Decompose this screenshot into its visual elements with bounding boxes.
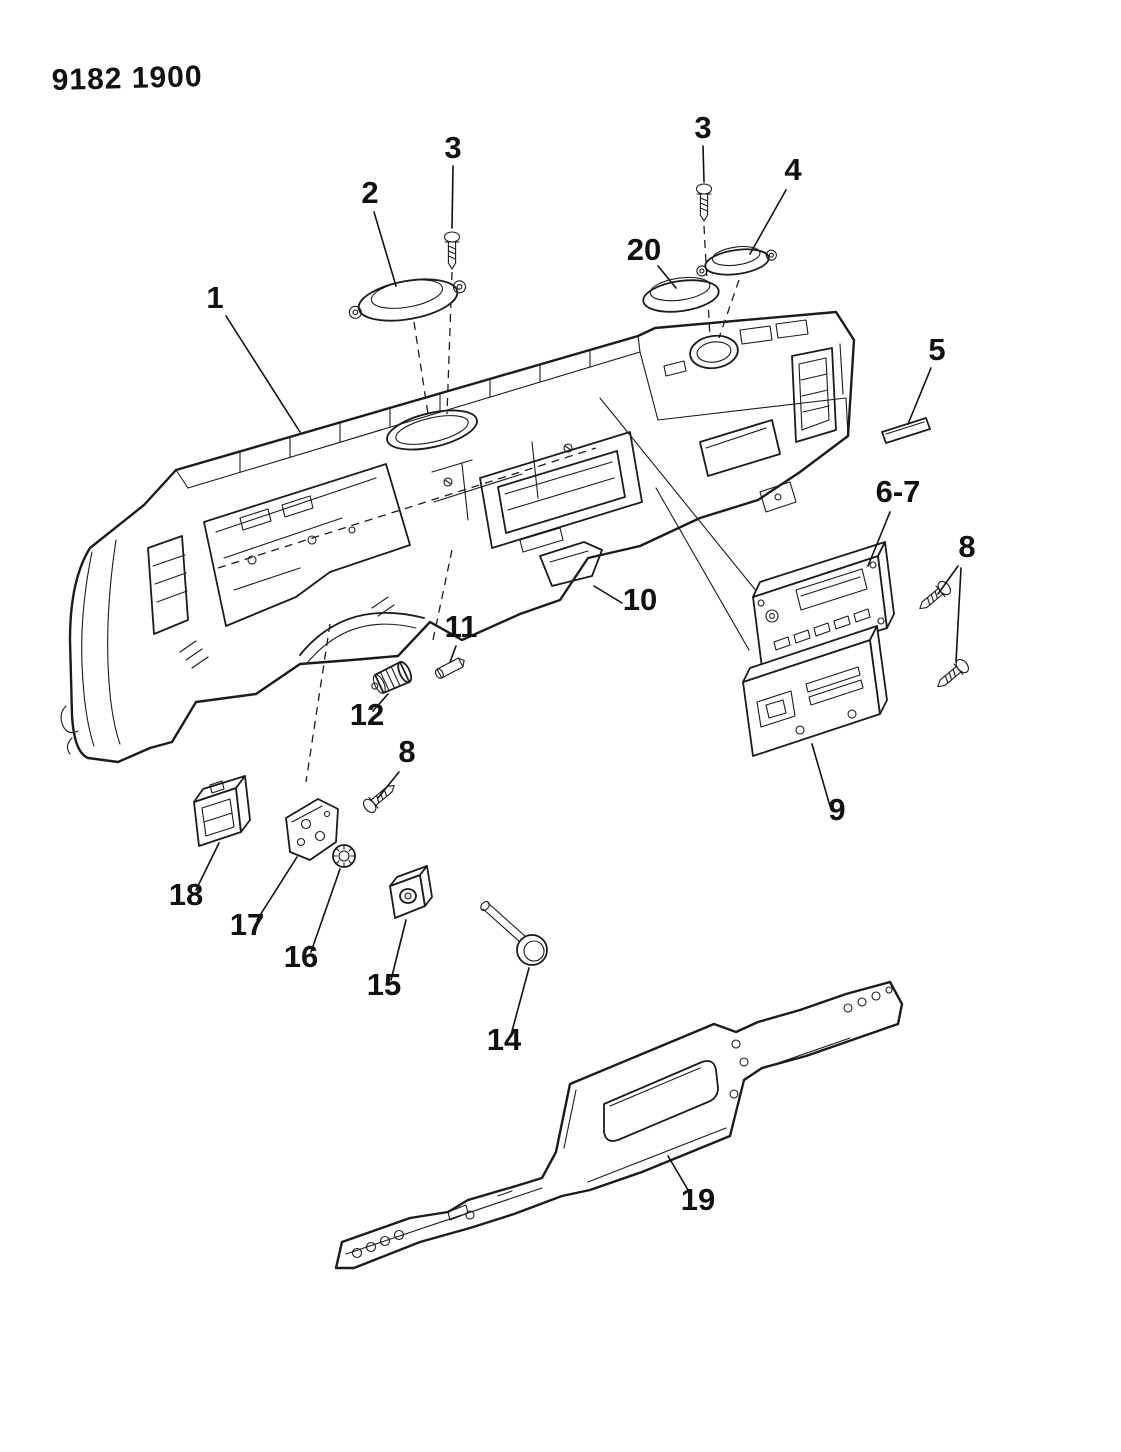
bezel-6-7 [752,541,895,669]
callout-label-12: 12 [350,697,384,732]
callout-label-10: 10 [623,582,657,617]
leader-line-18 [195,842,220,891]
leader-line-8 [937,565,959,595]
leader-line-20 [657,265,677,289]
leader-line-4 [749,189,787,255]
leader-line-8 [955,567,962,663]
leader-line-19 [667,1155,692,1196]
callout-label-16: 16 [284,939,318,974]
alignment-lines [599,397,758,651]
leader-line-2 [373,211,397,287]
callout-label-3: 3 [694,110,711,145]
callout-label-4: 4 [784,152,802,187]
speaker-cover-4 [696,245,777,277]
screw-8-lower [932,656,972,693]
callout-label-18: 18 [169,877,203,912]
callout-label-15: 15 [367,967,401,1002]
screw-3-left [443,231,461,270]
callout-label-9: 9 [828,792,845,827]
switch-18 [193,775,251,847]
bezel-9 [742,625,888,757]
leader-line-10 [593,585,623,604]
leader-line-8 [377,771,400,799]
callout-label-5: 5 [928,332,945,367]
leader-line-14 [510,967,530,1036]
callout-label-17: 17 [230,907,264,942]
leader-line-17 [256,856,298,921]
instrument-panel-drawing [60,310,856,764]
leader-line-12 [372,693,389,712]
leader-line-16 [310,868,341,953]
speaker-cover-2 [348,278,467,322]
knob-14 [480,901,548,966]
callout-label-1: 1 [206,280,223,315]
callout-label-20: 20 [627,232,661,267]
plate-5 [881,417,931,444]
lighter-socket-12 [371,660,413,694]
callout-label-11: 11 [445,609,478,644]
speaker-cover-20 [642,276,720,313]
leader-line-5 [907,367,932,425]
housing-15 [389,865,433,919]
callout-label-14: 14 [487,1022,522,1057]
leader-line-15 [390,919,407,981]
callout-label-8: 8 [398,734,415,769]
callout-label-19: 19 [681,1182,715,1217]
lower-reinforcement-19 [334,980,904,1270]
leader-line-6-7 [867,511,891,567]
callout-label-6-7: 6-7 [876,474,921,509]
callout-label-3: 3 [444,130,461,165]
callout-label-2: 2 [361,175,378,210]
drawing-number: 9182 1900 [51,60,203,97]
leader-line-1 [225,315,301,433]
screw-3-right [695,183,713,222]
lighter-element-11 [434,657,465,679]
leader-line-9 [811,743,831,807]
leader-line-3 [451,165,454,229]
nut-16 [332,844,356,868]
bracket-17 [285,798,339,861]
screw-8-left [360,779,400,816]
screw-8-upper [914,578,954,615]
leader-line-3 [702,145,705,183]
panel-screw-details [348,443,573,534]
callout-label-8: 8 [958,529,975,564]
leader-line-11 [449,645,457,663]
